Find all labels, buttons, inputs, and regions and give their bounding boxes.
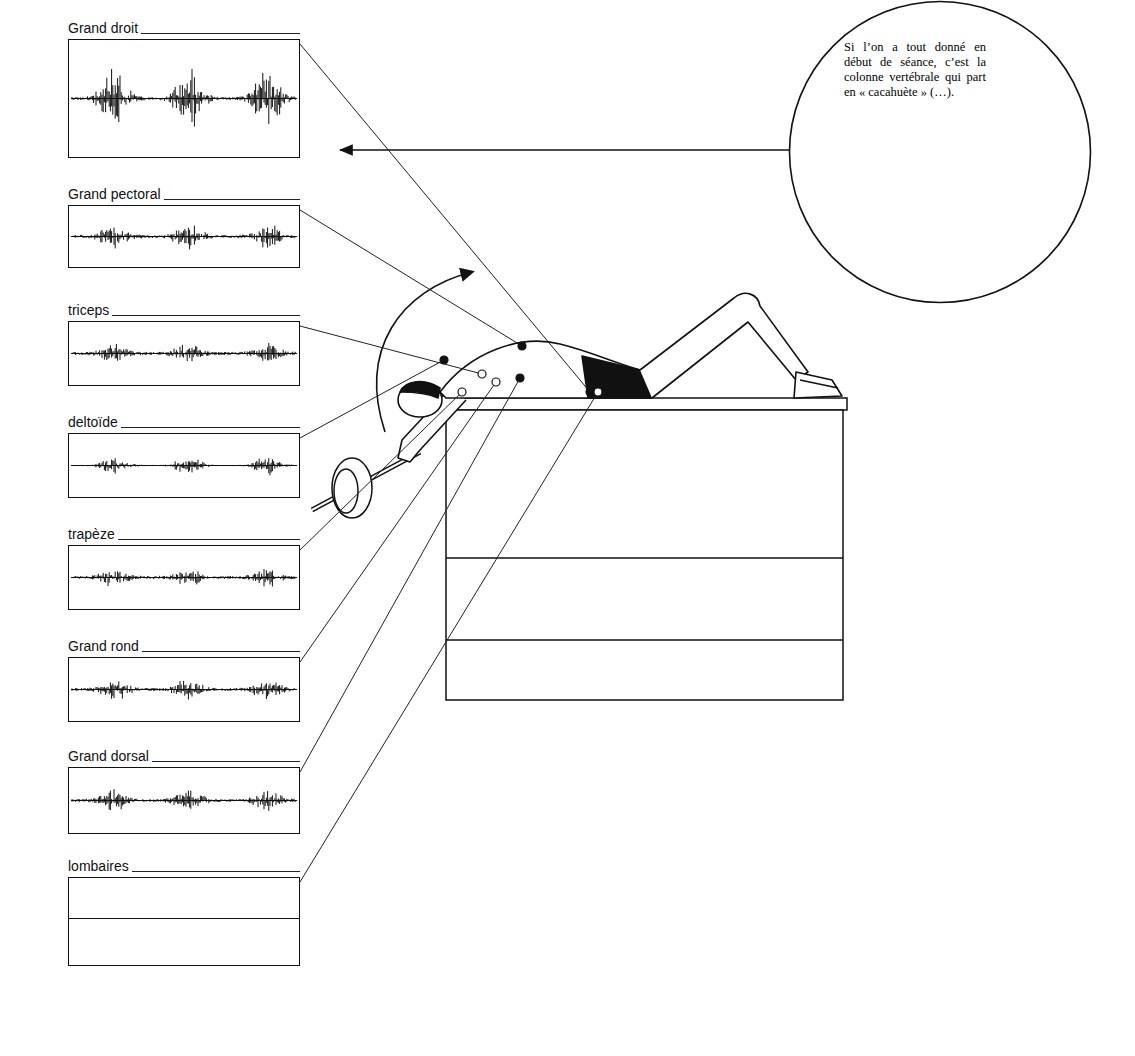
- emg-signal: [72, 226, 295, 250]
- leader-line: [300, 326, 478, 373]
- electrode-dot: [492, 378, 500, 386]
- muscle-label: Grand dorsal: [68, 748, 149, 765]
- electrode-dot: [518, 342, 526, 350]
- emg-signal: [72, 681, 295, 700]
- electrode-dot: [458, 388, 466, 396]
- label-rule: [118, 539, 300, 540]
- callout-arrow: [340, 149, 790, 151]
- muscle-label: Grand rond: [68, 638, 139, 655]
- panel-heading: Grand dorsal: [68, 748, 300, 765]
- leader-line: [300, 362, 440, 438]
- electrode-dot: [586, 388, 594, 396]
- emg-panel: deltoïde: [68, 414, 300, 498]
- emg-panel: Grand droit: [68, 20, 300, 158]
- emg-panel: Grand rond: [68, 638, 300, 722]
- muscle-label: deltoïde: [68, 414, 118, 431]
- trace-frame: [68, 205, 300, 268]
- label-rule: [142, 651, 300, 652]
- electrode-dot: [594, 388, 602, 396]
- trace-frame: [68, 767, 300, 834]
- emg-panel: Grand dorsal: [68, 748, 300, 834]
- muscle-label: triceps: [68, 302, 109, 319]
- muscle-label: lombaires: [68, 858, 129, 875]
- emg-signal: [72, 69, 295, 127]
- callout-circle: Si l’on a tout donné en début de séance,…: [788, 0, 1092, 304]
- emg-panel: triceps: [68, 302, 300, 386]
- emg-signal: [72, 343, 295, 361]
- label-rule: [164, 199, 300, 200]
- emg-panel: Grand pectoral: [68, 186, 300, 268]
- muscle-label: Grand pectoral: [68, 186, 161, 203]
- panel-heading: deltoïde: [68, 414, 300, 431]
- electrode-dot: [478, 370, 486, 378]
- panel-heading: Grand rond: [68, 638, 300, 655]
- emg-signal: [72, 789, 295, 811]
- leader-line: [300, 385, 494, 662]
- leader-line: [300, 210, 519, 344]
- emg-panel: trapèze: [68, 526, 300, 610]
- label-rule: [132, 871, 300, 872]
- emg-traces: [71, 69, 297, 811]
- muscle-label: Grand droit: [68, 20, 138, 37]
- trace-divider: [69, 918, 299, 919]
- panel-heading: lombaires: [68, 858, 300, 875]
- muscle-label: trapèze: [68, 526, 115, 543]
- panel-heading: Grand droit: [68, 20, 300, 37]
- label-rule: [141, 33, 300, 34]
- trace-frame: [68, 657, 300, 722]
- trace-frame: [68, 39, 300, 158]
- trace-frame: [68, 545, 300, 610]
- trace-frame: [68, 321, 300, 386]
- athlete-figure: [377, 272, 842, 462]
- leader-line: [300, 395, 459, 550]
- panel-heading: Grand pectoral: [68, 186, 300, 203]
- trace-frame: [68, 433, 300, 498]
- leader-line: [300, 44, 587, 389]
- label-rule: [152, 761, 300, 762]
- leader-line: [300, 395, 596, 882]
- trace-frame: [68, 877, 300, 966]
- electrode-dot: [440, 356, 448, 364]
- panel-heading: trapèze: [68, 526, 300, 543]
- label-rule: [112, 315, 300, 316]
- emg-signal: [72, 458, 295, 475]
- callout-circle-shape: [790, 2, 1091, 303]
- label-rule: [121, 427, 300, 428]
- callout-note: Si l’on a tout donné en début de séance,…: [844, 40, 986, 100]
- emg-signal: [72, 569, 295, 586]
- emg-panel: lombaires: [68, 858, 300, 966]
- leader-lines: [300, 44, 602, 882]
- electrode-dot: [516, 374, 524, 382]
- panel-heading: triceps: [68, 302, 300, 319]
